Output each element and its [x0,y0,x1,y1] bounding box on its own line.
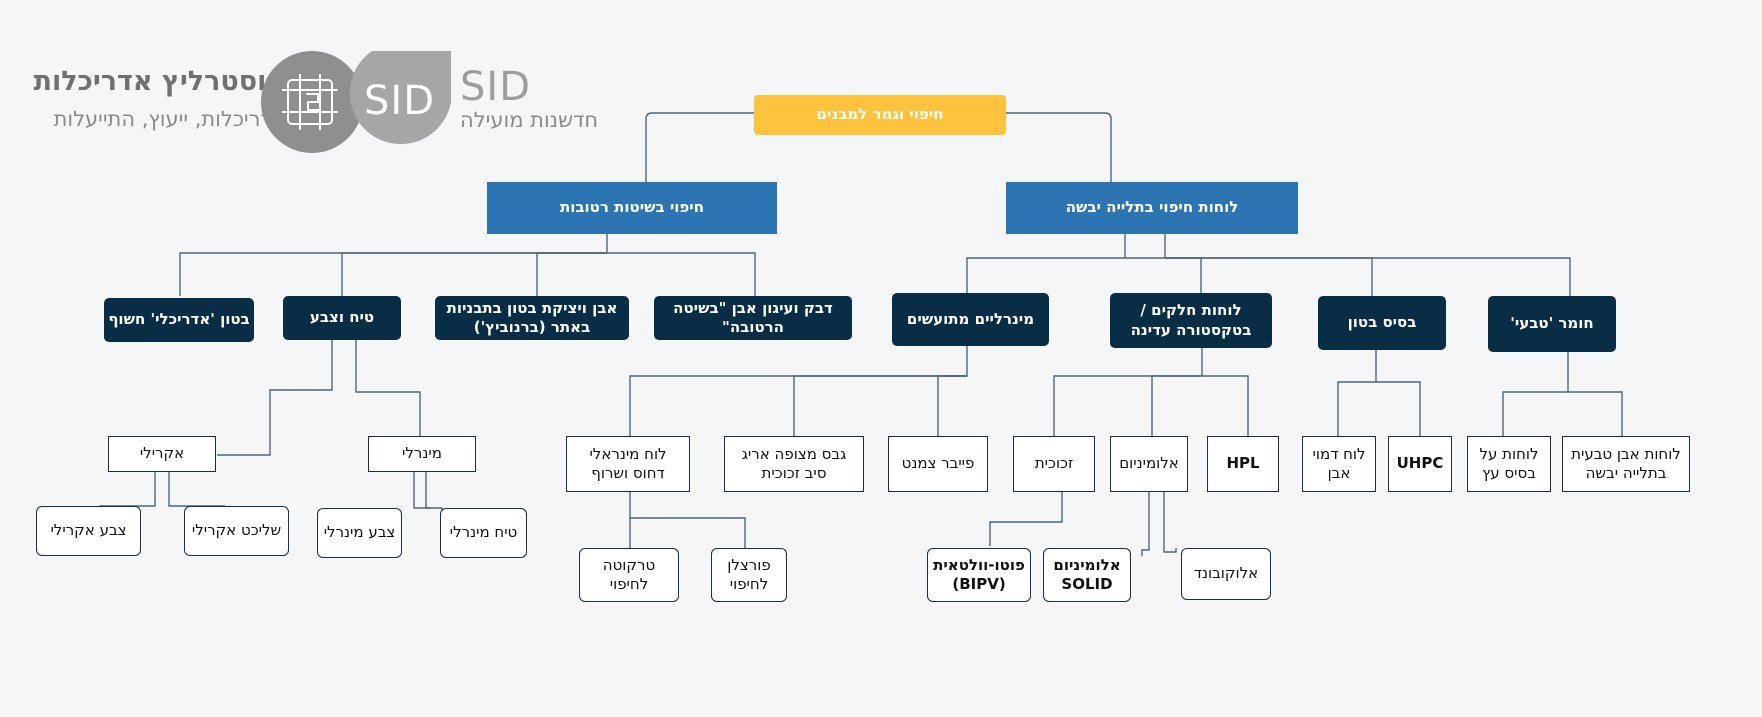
aluminum-leaf: אלומיניום [1110,436,1188,492]
mineral-plaster-leaf: טיח מינרלי [440,508,527,558]
glass-leaf: זכוכית [1013,436,1095,492]
concrete-base-node: בסיס בטון [1318,296,1446,350]
cast-concrete-node: אבן ויציקת בטון בתבניות באתר (ברנוביץ') [435,296,629,340]
company-name: אוסטרליץ אדריכלות [33,66,286,97]
mineral-paint-leaf: צבע מינרלי [317,508,402,558]
smooth-panels-node: לוחות חלקים / בטקסטורה עדינה [1110,293,1272,348]
natural-stone-dry-leaf: לוחות אבן טבעית בתלייה יבשה [1562,436,1690,492]
mineral-board-leaf: לוח מינראלי דחוס ושרוף [566,436,690,492]
logo-mark-text: SID [364,78,435,124]
industrial-minerals-node: מינרליים מתועשים [892,293,1049,346]
fiber-cement-leaf: פייבר צמנט [888,436,988,492]
porcelain-leaf: פורצלן לחיפוי [711,548,787,602]
logo-block: אוסטרליץ אדריכלות אדריכלות, ייעוץ, התייע… [34,48,598,160]
mineral-plaster-group: מינרלי [368,436,476,472]
gypsum-fiberglass-leaf: גבס מצופה אריג סיב זכוכית [724,436,864,492]
bipv-leaf: פוטו-וולטאית (BIPV) [927,548,1031,602]
sid-tagline: חדשנות מועילה [460,108,599,132]
glue-stone-node: דבק ועיגון אבן "בשיטה הרטובה" [654,296,852,340]
acrylic-coat-leaf: שליכט אקרילי [184,506,289,556]
exposed-concrete-node: בטון 'אדריכלי' חשוף [104,298,254,342]
aluminum-solid-leaf: אלומיניום SOLID [1043,548,1131,602]
logo-mark: SID [260,50,492,154]
alucobond-leaf: אלוקובונד [1181,548,1271,600]
uhpc-leaf: UHPC [1388,436,1452,492]
dry-hanging-panels-node: לוחות חיפוי בתלייה יבשה [1006,182,1298,234]
plaster-paint-node: טיח וצבע [283,296,401,340]
root-node: חיפוי וגמר למבנים [754,95,1006,135]
sid-word: SID [460,64,531,110]
wet-methods-node: חיפוי בשיטות רטובות [487,182,777,234]
hpl-leaf: HPL [1207,436,1279,492]
wood-base-leaf: לוחות על בסיס עץ [1467,436,1551,492]
stone-like-leaf: לוח דמוי אבן [1302,436,1376,492]
natural-material-node: חומר 'טבעי' [1488,296,1616,352]
company-tagline: אדריכלות, ייעוץ, התייעלות [53,107,286,131]
acrylic-paint-leaf: צבע אקרילי [36,506,141,556]
terracotta-leaf: טרקוטה לחיפוי [579,548,679,602]
sid-emblem-icon [261,51,451,153]
acrylic-plaster-group: אקרילי [108,436,216,472]
